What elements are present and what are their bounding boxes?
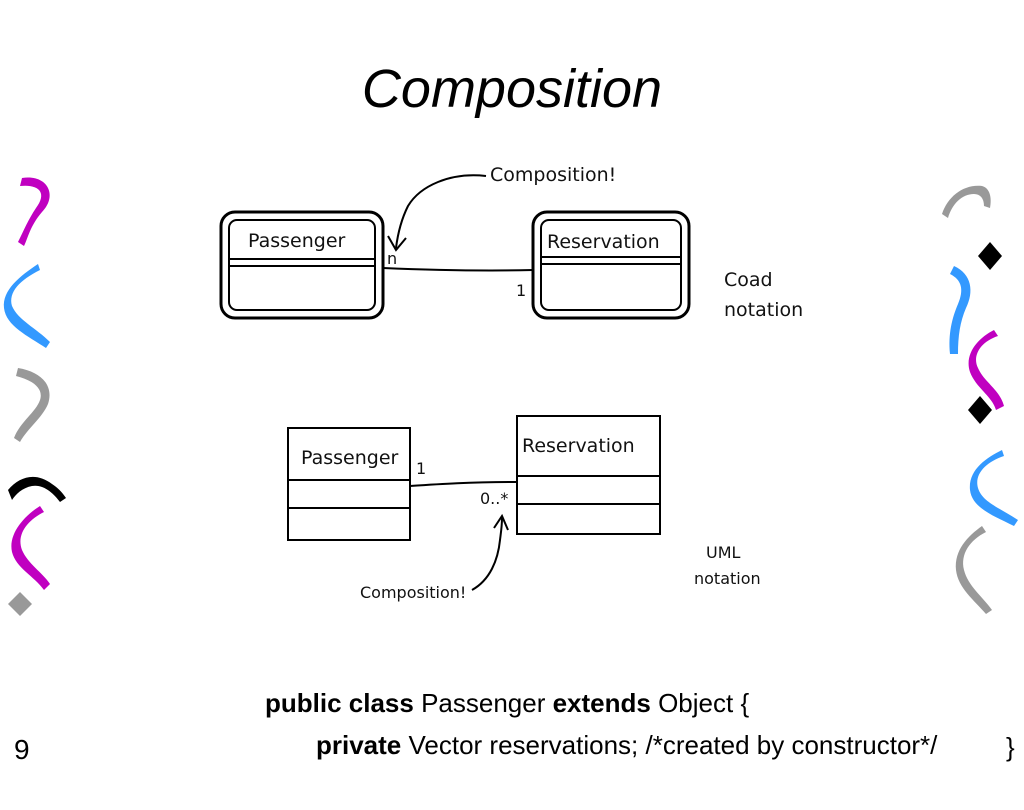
coad-callout-arrow bbox=[395, 174, 487, 249]
code-keyword: extends bbox=[552, 688, 651, 718]
uml-callout-label: Composition! bbox=[360, 583, 466, 602]
coad-multiplicity-b: 1 bbox=[516, 281, 526, 300]
blue-squiggle-shape bbox=[3, 264, 51, 348]
uml-association-line bbox=[409, 481, 518, 487]
uml-callout-arrow bbox=[471, 517, 503, 591]
right-decoration bbox=[942, 185, 1018, 614]
uml-passenger-label: Passenger bbox=[301, 447, 399, 469]
arrowhead-icon bbox=[493, 513, 509, 531]
gray-squiggle-shape bbox=[942, 185, 991, 218]
coad-association-line bbox=[382, 267, 534, 272]
arrowhead-icon bbox=[387, 235, 407, 252]
code-text: Vector reservations; /*created by constr… bbox=[401, 730, 938, 760]
gray-squiggle-shape bbox=[955, 526, 992, 614]
coad-multiplicity-a: n bbox=[387, 249, 397, 268]
code-class-name: Passenger bbox=[413, 688, 553, 718]
uml-notation-line2: notation bbox=[694, 569, 761, 588]
blue-squiggle-shape bbox=[949, 266, 971, 354]
uml-multiplicity-b: 0..* bbox=[480, 489, 508, 508]
coad-callout-label: Composition! bbox=[490, 164, 616, 186]
uml-multiplicity-a: 1 bbox=[416, 459, 426, 478]
black-diamond-shape bbox=[968, 396, 992, 424]
magenta-squiggle-shape bbox=[11, 506, 50, 590]
coad-reservation-label: Reservation bbox=[547, 231, 660, 253]
uml-passenger-class: Passenger bbox=[287, 427, 411, 541]
code-keyword: public class bbox=[265, 688, 414, 718]
code-line-1: public class Passenger extends Object { bbox=[265, 690, 749, 716]
magenta-squiggle-shape bbox=[18, 177, 50, 246]
gray-squiggle-shape bbox=[14, 368, 50, 442]
magenta-squiggle-shape bbox=[968, 330, 1004, 410]
uml-notation-line1: UML bbox=[706, 543, 741, 562]
code-text: Object { bbox=[650, 688, 750, 718]
black-squiggle-shape bbox=[8, 476, 66, 502]
blue-squiggle-shape bbox=[969, 450, 1018, 526]
code-line-2: private Vector reservations; /*created b… bbox=[316, 732, 937, 758]
slide-title: Composition bbox=[361, 59, 663, 119]
coad-passenger-label: Passenger bbox=[248, 230, 346, 252]
coad-reservation-class: Reservation bbox=[531, 210, 691, 320]
page-number: 9 bbox=[14, 734, 30, 765]
uml-reservation-class: Reservation bbox=[516, 415, 661, 535]
code-keyword: private bbox=[316, 730, 402, 760]
coad-notation-line2: notation bbox=[724, 299, 803, 321]
black-diamond-shape bbox=[978, 242, 1002, 270]
uml-reservation-label: Reservation bbox=[522, 435, 635, 457]
code-closing-brace: } bbox=[1006, 732, 1015, 762]
coad-notation-line1: Coad bbox=[724, 269, 773, 291]
coad-passenger-class: Passenger bbox=[219, 210, 385, 320]
left-decoration bbox=[3, 177, 66, 616]
gray-diamond-shape bbox=[8, 592, 32, 616]
composition-diagram: Passenger Reservation n 1 Composition! C… bbox=[219, 164, 803, 602]
